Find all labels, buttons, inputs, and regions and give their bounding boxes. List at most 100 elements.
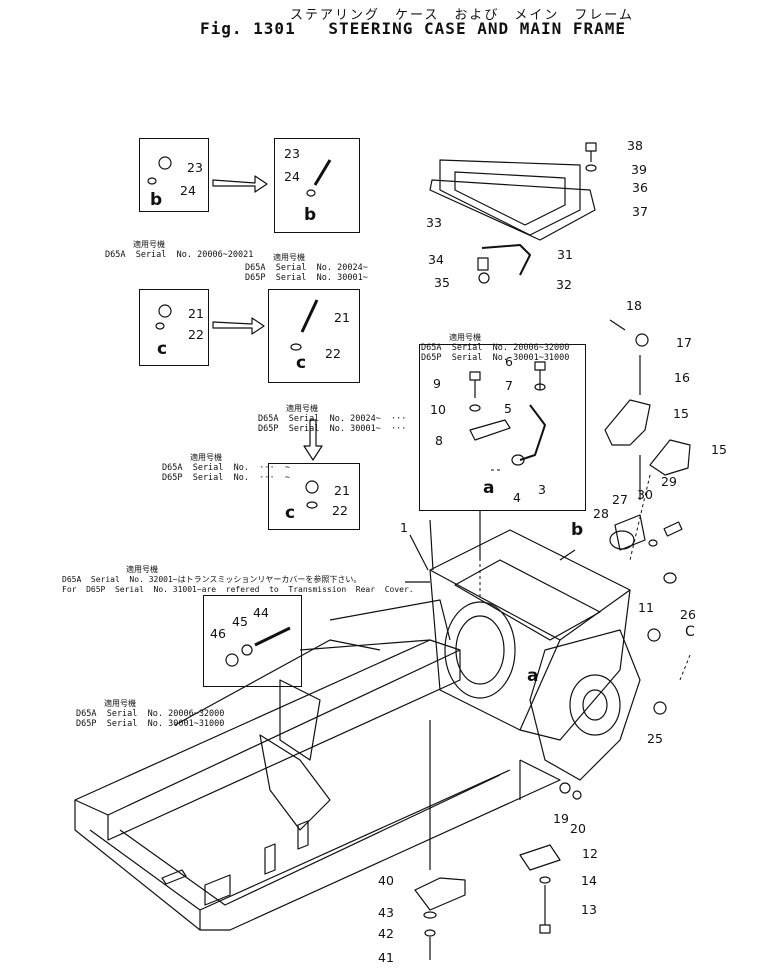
callout-12: 12 — [582, 846, 598, 861]
callout-17: 17 — [676, 335, 692, 350]
main-frame-bottom-rail — [74, 759, 561, 931]
callout-27: 27 — [612, 492, 628, 507]
callout-22-b: 22 — [188, 327, 204, 342]
callout-4: 4 — [513, 490, 521, 505]
callout-37: 37 — [632, 204, 648, 219]
detail-panel-44 — [203, 595, 302, 687]
guard-12 — [519, 844, 561, 871]
callout-13: 13 — [581, 902, 597, 917]
callout-42: 42 — [378, 926, 394, 941]
callout-14: 14 — [581, 873, 597, 888]
steering-case-front — [429, 569, 561, 731]
callout-22-d: 22 — [332, 503, 348, 518]
bracket-15-lower — [649, 439, 691, 476]
callout-15-lower: 15 — [711, 442, 727, 457]
callout-29: 29 — [661, 474, 677, 489]
steering-case-top — [429, 529, 631, 641]
view-letter-a-2: a — [527, 666, 539, 686]
callout-43: 43 — [378, 905, 394, 920]
callout-33: 33 — [426, 215, 442, 230]
detail-panel-b-left — [139, 138, 209, 212]
plate-40 — [414, 877, 466, 911]
callout-46: 46 — [210, 626, 226, 641]
detail-panel-c-left — [139, 289, 209, 366]
callout-16: 16 — [674, 370, 690, 385]
pipe-31 — [481, 244, 531, 276]
callout-8: 8 — [435, 433, 443, 448]
steering-case-side — [519, 589, 631, 741]
cover-27 — [614, 514, 646, 551]
callout-28: 28 — [593, 506, 609, 521]
callout-21-c: 21 — [334, 310, 350, 325]
callout-3: 3 — [538, 482, 546, 497]
main-frame-right-rail — [107, 650, 461, 841]
view-letter-c-3: c — [285, 503, 296, 523]
valve-cover-36 — [439, 159, 581, 236]
callout-23-a: 23 — [187, 160, 203, 175]
callout-31: 31 — [557, 247, 573, 262]
callout-41: 41 — [378, 950, 394, 965]
callout-21-d: 21 — [334, 483, 350, 498]
callout-24-a: 24 — [180, 183, 196, 198]
callout-39: 39 — [631, 162, 647, 177]
arrow-c-transfer — [212, 317, 265, 335]
callout-10: 10 — [430, 402, 446, 417]
detail-panel-b-right — [274, 138, 360, 233]
rear-cover — [529, 629, 641, 781]
callout-1: 1 — [400, 520, 408, 535]
callout-20: 20 — [570, 821, 586, 836]
callout-11: 11 — [638, 600, 654, 615]
callout-25: 25 — [647, 731, 663, 746]
callout-26: 26 — [680, 607, 696, 622]
title-japanese: ステアリング ケース および メイン フレーム — [290, 8, 634, 23]
callout-5: 5 — [504, 401, 512, 416]
callout-45: 45 — [232, 614, 248, 629]
gasket-37 — [429, 179, 596, 241]
callout-44: 44 — [253, 605, 269, 620]
view-letter-b-2: b — [304, 205, 317, 225]
view-letter-c-1: c — [157, 339, 168, 359]
callout-34: 34 — [428, 252, 444, 267]
callout-19: 19 — [553, 811, 569, 826]
bracket-15-upper — [604, 399, 651, 446]
main-frame-inner — [119, 774, 501, 906]
view-letter-c-4: C — [685, 624, 695, 640]
main-frame-left-rail — [74, 639, 461, 816]
steering-case-bore — [444, 601, 516, 699]
crossmember — [259, 734, 331, 831]
callout-35: 35 — [434, 275, 450, 290]
view-letter-b-1: b — [150, 190, 163, 210]
callout-23-b: 23 — [284, 146, 300, 161]
arrow-b-transfer — [212, 175, 268, 193]
callout-15-upper: 15 — [673, 406, 689, 421]
detail-panel-a — [419, 344, 586, 511]
callout-38: 38 — [627, 138, 643, 153]
arrow-c-down — [303, 419, 323, 461]
callout-36: 36 — [632, 180, 648, 195]
detail-panel-c-lower — [268, 463, 360, 530]
callout-21-b: 21 — [188, 306, 204, 321]
view-letter-a-1: a — [483, 478, 495, 498]
main-frame-floor — [89, 769, 511, 930]
bracket-8 — [469, 419, 511, 441]
callout-32: 32 — [556, 277, 572, 292]
detail-panel-c-right — [268, 289, 360, 383]
callout-18: 18 — [626, 298, 642, 313]
view-letter-c-2: c — [296, 353, 307, 373]
pipe-3 — [519, 404, 546, 461]
callout-30: 30 — [637, 487, 653, 502]
callout-9: 9 — [433, 376, 441, 391]
callout-7: 7 — [505, 378, 513, 393]
callout-40: 40 — [378, 873, 394, 888]
callout-22-c: 22 — [325, 346, 341, 361]
figure-caption: STEERING CASE AND MAIN FRAME — [328, 19, 627, 38]
figure-title: Fig. 1301 STEERING CASE AND MAIN FRAME — [200, 19, 626, 38]
callout-6: 6 — [505, 354, 513, 369]
view-letter-b-3: b — [571, 520, 584, 540]
